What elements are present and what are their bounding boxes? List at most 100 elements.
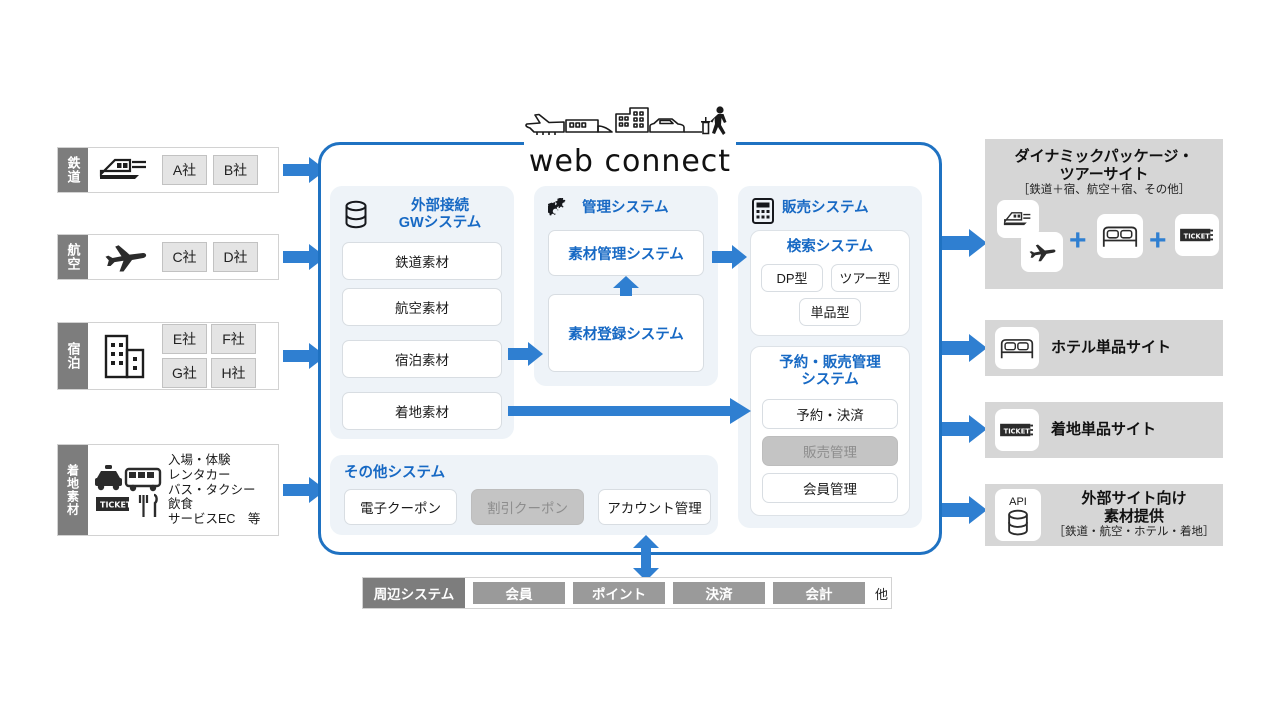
source-tab-label: 着地素材 — [65, 464, 80, 516]
search-type-dp[interactable]: DP型 — [761, 263, 823, 292]
company-chip[interactable]: F社 — [211, 324, 256, 354]
gateway-title: 外部接続 GWシステム — [374, 198, 506, 231]
output-arrow-local — [942, 415, 987, 443]
peripheral-chip-point[interactable]: ポイント — [573, 582, 665, 604]
output-title-line1: 外部サイト向け — [1081, 490, 1187, 508]
others-item-ecoupon[interactable]: 電子クーポン — [344, 489, 457, 525]
gateway-panel: 外部接続 GWシステム 鉄道素材 航空素材 宿泊素材 着地素材 — [330, 186, 514, 439]
booking-sales-group: 予約・販売管理 システム 予約・決済 販売管理 会員管理 — [750, 346, 910, 516]
output-subtitle: ［鉄道＋宿、航空＋宿、その他］ — [1017, 184, 1191, 196]
svg-text:TICKET: TICKET — [1184, 232, 1211, 240]
output-box-dynamic-package[interactable]: ダイナミックパッケージ・ ツアーサイト ［鉄道＋宿、航空＋宿、その他］ + — [985, 139, 1223, 289]
web-connect-logo: web connect — [512, 104, 748, 179]
gateway-item-local[interactable]: 着地素材 — [342, 392, 502, 430]
peripheral-chip-payment[interactable]: 決済 — [673, 582, 765, 604]
source-tab-label: 宿泊 — [65, 342, 81, 370]
flow-arrow-peripheral-bidirectional — [633, 535, 659, 581]
company-chip[interactable]: E社 — [162, 324, 207, 354]
plus-sign: + — [1149, 223, 1167, 257]
source-row-air: 航空 C社 D社 — [57, 234, 279, 280]
local-services-icon: TICKET — [94, 459, 164, 521]
material-management-system[interactable]: 素材管理システム — [548, 230, 704, 276]
gears-icon — [545, 197, 574, 225]
source-row-local: 着地素材 — [57, 444, 279, 536]
output-title-line2: ツアーサイト — [1059, 166, 1149, 183]
source-tab-label: 鉄道 — [65, 156, 81, 184]
input-arrow-local — [283, 477, 326, 503]
sales-panel: 販売システム 検索システム DP型 ツアー型 単品型 予約・販売管理 システム … — [738, 186, 922, 528]
material-registration-system[interactable]: 素材登録システム — [548, 294, 704, 372]
booking-item-sales-mgmt[interactable]: 販売管理 — [762, 435, 898, 466]
svg-text:TICKET: TICKET — [1004, 427, 1031, 435]
others-item-discount-coupon[interactable]: 割引クーポン — [471, 489, 584, 525]
management-up-arrow — [613, 276, 639, 296]
source-tab-lodging: 宿泊 — [58, 323, 88, 389]
peripheral-chip-member[interactable]: 会員 — [473, 582, 565, 604]
output-box-api-provision[interactable]: API 外部サイト向け 素材提供 ［鉄道・航空・ホテル・着地］ — [985, 484, 1223, 546]
search-system-group: 検索システム DP型 ツアー型 単品型 — [750, 230, 910, 336]
source-row-lodging: 宿泊 E社 F社 G社 — [57, 322, 279, 390]
api-database-icon: API — [995, 489, 1041, 541]
search-system-title: 検索システム — [786, 239, 874, 255]
plus-sign: + — [1069, 223, 1087, 257]
company-chip[interactable]: C社 — [162, 242, 207, 272]
others-title: その他システム — [344, 465, 446, 481]
booking-item-reservation[interactable]: 予約・決済 — [762, 398, 898, 429]
output-arrow-hotel — [942, 334, 987, 362]
management-panel: 管理システム 素材管理システム 素材登録システム — [534, 186, 718, 386]
hotel-building-icon — [94, 332, 156, 380]
api-label: API — [1009, 495, 1027, 508]
company-chip[interactable]: G社 — [162, 358, 207, 388]
train-icon — [997, 199, 1039, 238]
output-title-api-provision: 外部サイト向け 素材提供 ［鉄道・航空・ホテル・着地］ — [1053, 490, 1215, 540]
flow-arrow-local-to-booking — [508, 398, 751, 424]
output-subtitle: ［鉄道・航空・ホテル・着地］ — [1053, 526, 1215, 539]
source-tab-air: 航空 — [58, 235, 88, 279]
output-box-local-site[interactable]: TICKET 着地単品サイト — [985, 402, 1223, 458]
database-icon — [342, 198, 370, 232]
calculator-icon — [752, 198, 774, 229]
management-title: 管理システム — [582, 200, 669, 216]
sales-title: 販売システム — [782, 200, 869, 216]
company-chip[interactable]: D社 — [213, 242, 258, 272]
local-items-text: 入場・体験 レンタカー バス・タクシー 飲食 サービスEC 等 — [168, 453, 261, 527]
svg-text:TICKET: TICKET — [100, 501, 132, 510]
output-title-local-site: 着地単品サイト — [1051, 421, 1157, 438]
output-box-hotel-site[interactable]: ホテル単品サイト — [985, 320, 1223, 376]
gateway-item-rail[interactable]: 鉄道素材 — [342, 242, 502, 280]
others-item-account-mgmt[interactable]: アカウント管理 — [598, 489, 711, 525]
input-arrow-rail — [283, 157, 326, 183]
flow-arrow-management-to-search — [712, 245, 747, 269]
output-title-line2: 素材提供 — [1103, 508, 1164, 526]
company-chip[interactable]: A社 — [162, 155, 207, 185]
output-title-hotel-site: ホテル単品サイト — [1051, 339, 1172, 356]
logo-wordmark: web connect — [528, 144, 732, 179]
source-tab-label: 航空 — [65, 243, 81, 271]
peripheral-head-label: 周辺システム — [363, 578, 465, 608]
company-chip[interactable]: H社 — [211, 358, 256, 388]
airplane-icon — [94, 240, 156, 274]
bed-icon — [1097, 213, 1143, 258]
input-arrow-lodging — [283, 343, 326, 369]
peripheral-systems-bar: 周辺システム 会員 ポイント 決済 会計 他 — [362, 577, 892, 609]
booking-item-member-mgmt[interactable]: 会員管理 — [762, 472, 898, 503]
bed-icon — [995, 327, 1039, 369]
input-arrow-air — [283, 244, 326, 270]
company-chip[interactable]: B社 — [213, 155, 258, 185]
output-title-line1: ダイナミックパッケージ・ — [1014, 148, 1194, 165]
gateway-title-line1: 外部接続 — [411, 198, 469, 214]
gateway-item-lodging[interactable]: 宿泊素材 — [342, 340, 502, 378]
search-type-single[interactable]: 単品型 — [799, 297, 861, 326]
output-title-dynamic-package: ダイナミックパッケージ・ ツアーサイト ［鉄道＋宿、航空＋宿、その他］ — [1015, 148, 1194, 198]
peripheral-chip-accounting[interactable]: 会計 — [773, 582, 865, 604]
output-arrow-api — [942, 496, 987, 524]
source-tab-local: 着地素材 — [58, 445, 88, 535]
source-row-rail: 鉄道 A社 B社 — [57, 147, 279, 193]
search-type-tour[interactable]: ツアー型 — [831, 263, 899, 292]
ticket-icon: TICKET — [995, 409, 1039, 451]
output-arrow-dp-tour — [942, 229, 987, 257]
airplane-icon — [1021, 231, 1063, 272]
others-panel: その他システム 電子クーポン 割引クーポン アカウント管理 — [330, 455, 718, 535]
gateway-item-air[interactable]: 航空素材 — [342, 288, 502, 326]
